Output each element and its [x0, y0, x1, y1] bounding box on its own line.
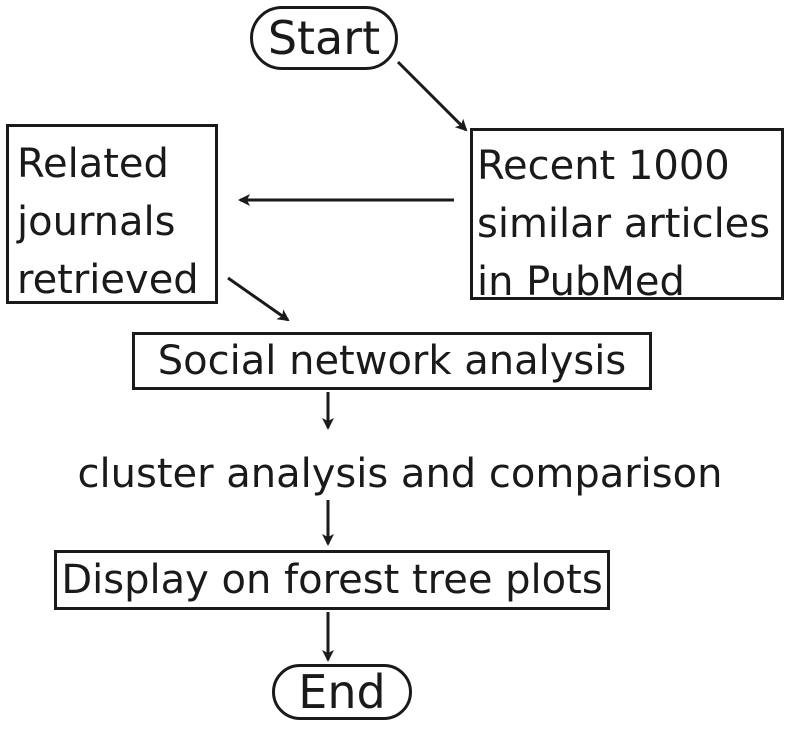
related-journals-line-1: Related: [17, 141, 169, 187]
recent-articles-line-3: in PubMed: [477, 259, 685, 305]
recent-articles-node: Recent 1000 similar articles in PubMed: [470, 128, 784, 305]
display-node: Display on forest tree plots: [54, 550, 610, 610]
cluster-analysis-label: cluster analysis and comparison: [77, 451, 723, 497]
arrow-start-to-recent: [396, 60, 468, 132]
related-journals-line-3: retrieved: [17, 257, 199, 303]
recent-articles-line-1: Recent 1000: [477, 143, 730, 189]
recent-articles-line-2: similar articles: [477, 201, 771, 247]
social-network-label: Social network analysis: [157, 338, 627, 384]
end-label: End: [298, 665, 386, 719]
arrow-related-to-social: [227, 276, 290, 322]
related-journals-line-2: journals: [17, 199, 176, 245]
end-node: End: [272, 664, 412, 720]
display-label: Display on forest tree plots: [61, 557, 603, 603]
social-network-node: Social network analysis: [132, 332, 652, 390]
start-label: Start: [267, 11, 381, 65]
cluster-analysis-text: cluster analysis and comparison: [40, 454, 760, 498]
start-node: Start: [250, 6, 398, 70]
related-journals-node: Related journals retrieved: [6, 124, 218, 304]
